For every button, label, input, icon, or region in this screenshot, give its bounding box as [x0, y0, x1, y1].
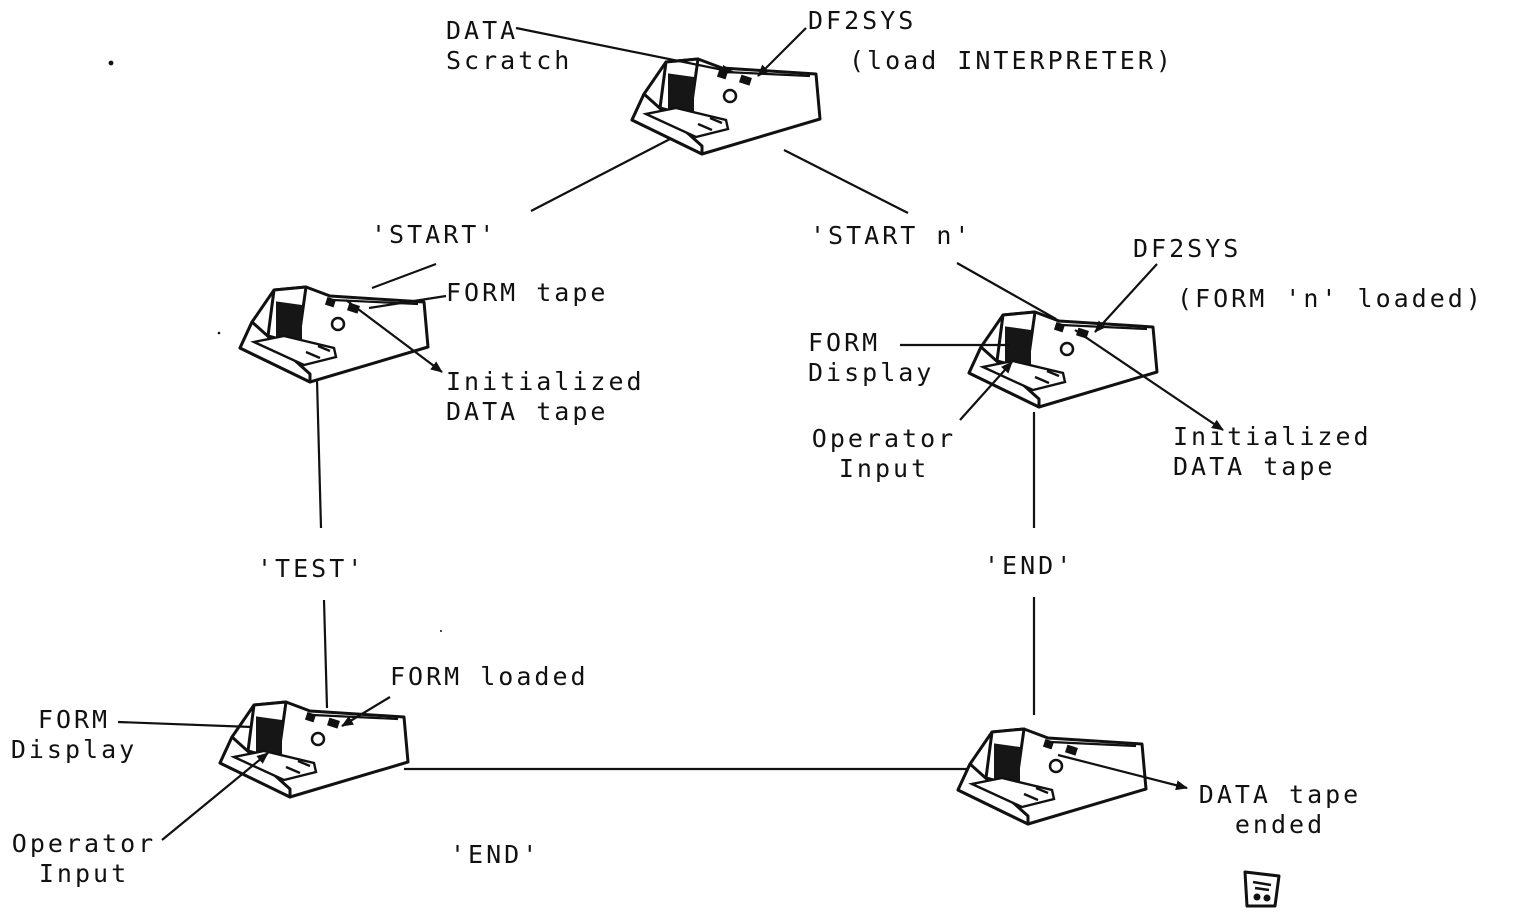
arrow-form-tape — [368, 294, 447, 310]
arrow-operator-input-right — [959, 361, 1013, 421]
initialized-data-tape-label-left: Initialized DATA tape — [446, 367, 645, 426]
connector-start-n-to-right-terminal — [956, 262, 1057, 320]
form-display-label-right: FORM Display — [808, 328, 935, 387]
connector-top-to-start-n — [783, 149, 909, 214]
leader-lines — [117, 26, 1224, 841]
terminal-icon-bottom-left — [218, 700, 410, 799]
connector-left-terminal-to-test — [315, 379, 323, 529]
arrow-df2sys-right — [1094, 263, 1158, 333]
leader-form-display-bottom — [117, 720, 253, 729]
terminal-icon-top — [630, 57, 822, 156]
form-tape-label: FORM tape — [446, 278, 609, 307]
form-n-loaded-note: (FORM 'n' loaded) — [1177, 284, 1484, 313]
arrow-operator-input-bottom — [161, 752, 269, 841]
operator-input-label-bottom: Operator Input — [11, 829, 157, 888]
branch-label-test: 'TEST' — [257, 554, 366, 583]
terminal-icon-bottom-right — [956, 727, 1148, 826]
connector-lines — [315, 137, 1057, 771]
stray-dot — [217, 331, 221, 335]
initialized-data-tape-label-right: Initialized DATA tape — [1173, 422, 1372, 481]
arrow-initialized-data-tape-right — [1074, 329, 1224, 431]
stray-dot — [440, 630, 442, 632]
df2sys-label-top: DF2SYS — [808, 6, 917, 35]
branch-label-end-right: 'END' — [984, 551, 1075, 580]
form-display-label-bottom: FORM Display — [10, 705, 138, 764]
operator-input-label-right: Operator Input — [811, 424, 957, 483]
arrow-data-tape-ended — [1057, 753, 1188, 791]
arrow-initialized-data-tape-left — [345, 299, 443, 373]
connector-top-to-start — [530, 137, 673, 212]
terminal-icon-left — [238, 285, 430, 384]
stray-dot — [108, 60, 114, 66]
tape-cassette-logo-icon — [1243, 870, 1281, 908]
data-tape-ended-label: DATA tape ended — [1198, 780, 1362, 839]
connector-start-to-left-terminal — [371, 262, 437, 290]
arrow-df2sys-top — [757, 27, 807, 77]
branch-label-end-bottom: 'END' — [450, 840, 541, 869]
branch-label-start-n: 'START n' — [810, 221, 973, 250]
load-interpreter-note: (load INTERPRETER) — [849, 46, 1174, 75]
connector-test-to-bottom-left-terminal — [322, 599, 329, 709]
form-loaded-label: FORM loaded — [390, 662, 589, 691]
data-scratch-label: DATA Scratch — [446, 16, 573, 75]
terminal-icon-right — [967, 310, 1159, 409]
branch-label-start: 'START' — [371, 220, 498, 249]
arrow-form-loaded — [341, 696, 391, 727]
df2sys-label-right: DF2SYS — [1133, 234, 1242, 263]
arrow-data-scratch — [515, 26, 734, 75]
